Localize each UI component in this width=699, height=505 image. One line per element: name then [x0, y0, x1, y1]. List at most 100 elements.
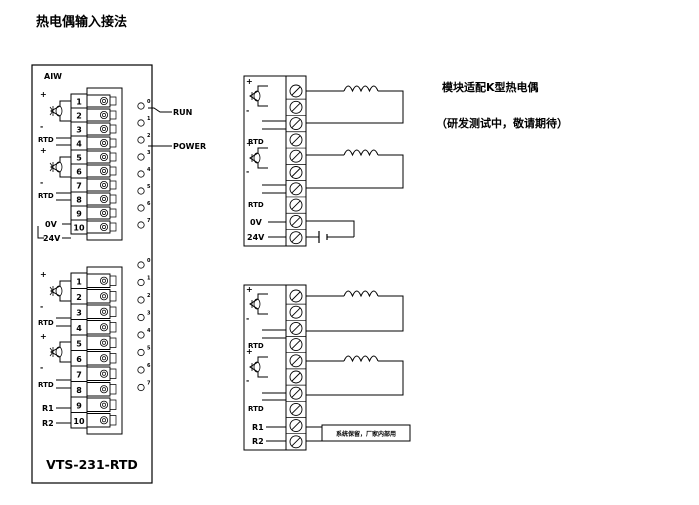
- coil-icon: [343, 355, 379, 363]
- rtd-label: RTD: [38, 136, 54, 144]
- rtd-label: RTD: [38, 381, 54, 389]
- led-index: 0: [147, 99, 151, 105]
- terminal-number-cell: [70, 219, 88, 235]
- terminal-plug: [87, 382, 111, 397]
- led-indicator-icon: [137, 313, 145, 322]
- screw-terminal-icon: [289, 84, 303, 98]
- led-indicator-icon: [137, 296, 145, 304]
- terminal-screw-icon: [100, 338, 109, 347]
- terminal-screw-icon: [100, 125, 109, 134]
- led-index: 0: [147, 258, 151, 264]
- screw-terminal-icon: [289, 419, 303, 433]
- status-power-label: POWER: [173, 142, 206, 151]
- screw-terminal-icon: [289, 149, 303, 163]
- led-index: 4: [147, 167, 151, 173]
- run-lead: [148, 107, 172, 113]
- terminal-number: 6: [76, 167, 82, 176]
- channel-1-sensor-symbol: + -: [40, 90, 71, 146]
- r2-label: R2: [42, 419, 54, 428]
- led-index: 7: [147, 381, 151, 387]
- svg-text:-: -: [40, 122, 43, 131]
- led-indicator-icon: [137, 170, 145, 178]
- terminal-plug: [87, 397, 111, 412]
- r1-label: R1: [252, 423, 264, 432]
- terminal-number: 5: [76, 339, 82, 348]
- terminal-number: 2: [76, 111, 82, 120]
- terminal-number: 7: [76, 370, 82, 379]
- thermocouple-loop-1: [306, 85, 404, 124]
- terminal-number: 4: [76, 139, 82, 148]
- channel-3-sensor-symbol: + -: [40, 270, 71, 327]
- svg-text:+: +: [40, 146, 47, 155]
- svg-text:+: +: [40, 332, 47, 341]
- terminal-plug: [87, 122, 111, 136]
- thermocouple-loop-2: [306, 149, 404, 189]
- channel-4-sensor-symbol: + -: [40, 332, 71, 389]
- terminal-plug: [87, 273, 111, 288]
- terminal-plug: [87, 164, 111, 178]
- led-index: 4: [147, 328, 151, 334]
- wiring-diagram-top: + - RTD + - RTD 0V 24V: [243, 75, 404, 247]
- terminal-plug: [87, 351, 111, 366]
- screw-terminal-icon: [289, 370, 303, 384]
- channel-a-symbol: + -: [246, 77, 286, 130]
- terminal-plug: [87, 289, 111, 304]
- screw-terminal-icon: [289, 166, 303, 179]
- terminal-number: 6: [76, 355, 82, 364]
- terminal-screw-icon: [100, 323, 109, 332]
- channel-c-symbol: + -: [246, 285, 286, 339]
- led-indicator-icon: [137, 119, 145, 127]
- screw-terminal-icon: [289, 231, 303, 245]
- terminal-number: 1: [76, 277, 82, 286]
- svg-text:+: +: [246, 347, 253, 356]
- screw-terminal-icon: [289, 214, 303, 228]
- terminal-number: 2: [76, 293, 82, 302]
- terminal-plug: [87, 94, 111, 108]
- terminal-plug: [87, 335, 111, 350]
- thermocouple-loop-3: [306, 290, 404, 332]
- thermocouple-loop-4: [306, 355, 404, 396]
- terminal-number: 7: [76, 181, 82, 190]
- terminal-number: 1: [76, 97, 82, 106]
- terminal-plug: [87, 108, 111, 122]
- module-note: 模块适配K型热电偶: [442, 80, 539, 94]
- svg-text:-: -: [40, 302, 43, 311]
- led-indicator-icon: [137, 366, 145, 374]
- svg-text:-: -: [40, 363, 43, 372]
- led-indicator-icon: [137, 187, 145, 195]
- reserved-label: 系统保留，厂家内部用: [336, 430, 396, 438]
- led-index: 5: [147, 346, 151, 352]
- svg-text:+: +: [40, 270, 47, 279]
- led-indicator-icon: [137, 136, 145, 144]
- led-index: 2: [147, 293, 151, 299]
- terminal-number: 9: [76, 209, 82, 218]
- screw-terminal-icon: [289, 198, 303, 212]
- coil-icon: [343, 290, 379, 298]
- rtd-label: RTD: [248, 342, 264, 350]
- screw-terminal-icon: [289, 354, 303, 368]
- terminal-screw-icon: [100, 307, 109, 316]
- svg-text:-: -: [246, 106, 249, 115]
- channel-b-symbol: + -: [246, 139, 286, 194]
- terminal-block: [86, 87, 123, 241]
- led-index: 6: [147, 201, 151, 207]
- led-indicator-icon: [137, 348, 145, 357]
- rtd-label: RTD: [248, 201, 264, 209]
- terminal-screw-icon: [100, 400, 109, 409]
- page-title: 热电偶输入接法: [36, 14, 127, 30]
- terminal-plug: [87, 220, 111, 234]
- terminal-block: [86, 266, 123, 435]
- svg-text:+: +: [246, 77, 253, 86]
- svg-text:+: +: [246, 139, 253, 148]
- terminal-plug: [87, 304, 111, 319]
- screw-terminal-icon: [289, 338, 303, 352]
- led-indicator-icon: [137, 102, 145, 110]
- led-index: 1: [147, 116, 151, 122]
- screw-terminal-icon: [289, 386, 303, 400]
- terminal-number-cell: [70, 412, 88, 429]
- led-index: 1: [147, 276, 151, 282]
- screw-terminal-icon: [289, 402, 303, 416]
- terminal-plug: [87, 413, 111, 428]
- terminal-plug: [87, 206, 111, 220]
- terminal-screw-icon: [100, 222, 109, 231]
